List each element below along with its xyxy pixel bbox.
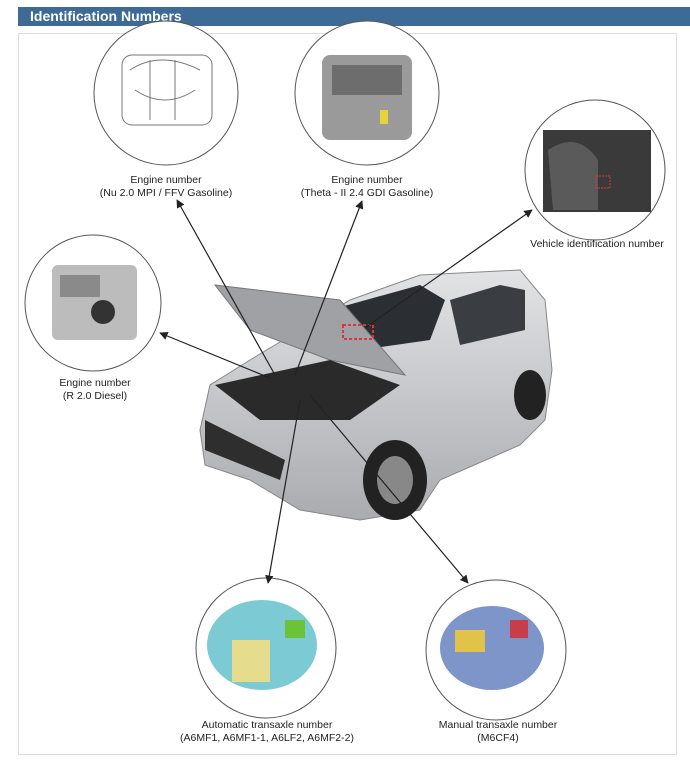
callout-auto-label: Automatic transaxle number(A6MF1, A6MF1-… (180, 719, 354, 745)
callout-title: Engine number (130, 174, 202, 186)
vehicle-illustration (199, 269, 553, 521)
callout-vin-label: Vehicle identification number (530, 238, 664, 251)
automatic-transaxle-circle (195, 577, 337, 719)
callout-detail: (Nu 2.0 MPI / FFV Gasoline) (99, 187, 233, 199)
engine-nu-circle (93, 20, 239, 166)
section-header: Identification Numbers (18, 7, 690, 26)
callout-detail: (A6MF1, A6MF1-1, A6LF2, A6MF2-2) (180, 732, 354, 744)
section-title: Identification Numbers (30, 8, 182, 24)
callout-theta-label: Engine number(Theta - II 2.4 GDI Gasolin… (301, 174, 433, 200)
callout-detail: (R 2.0 Diesel) (62, 390, 128, 402)
callout-diesel-label: Engine number(R 2.0 Diesel) (59, 377, 130, 403)
callout-title: Vehicle identification number (530, 238, 664, 250)
manual-transaxle-circle (425, 579, 567, 721)
callout-title: Engine number (331, 174, 403, 186)
engine-theta-circle (294, 20, 440, 166)
leader-lines (159, 199, 533, 584)
callout-title: Manual transaxle number (438, 719, 558, 731)
engine-diesel-circle (24, 234, 162, 372)
callout-title: Engine number (59, 377, 131, 389)
callout-nu-label: Engine number(Nu 2.0 MPI / FFV Gasoline) (100, 174, 232, 200)
callout-detail: (M6CF4) (477, 732, 519, 744)
callout-title: Automatic transaxle number (201, 719, 333, 731)
vin-circle (524, 99, 666, 241)
callout-manual-label: Manual transaxle number(M6CF4) (439, 719, 557, 745)
callout-detail: (Theta - II 2.4 GDI Gasoline) (300, 187, 434, 199)
